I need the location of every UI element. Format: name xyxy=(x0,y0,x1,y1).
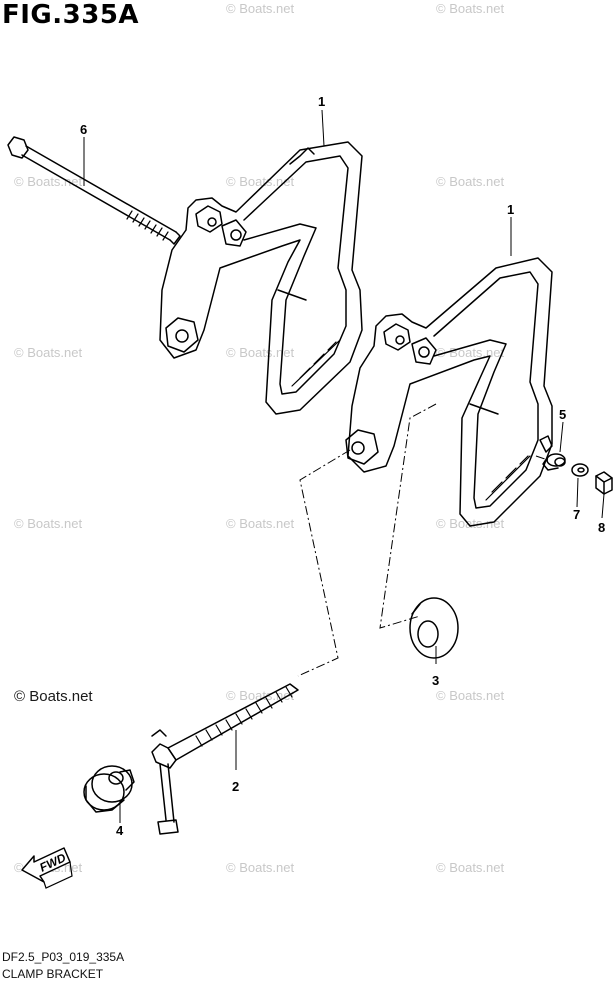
diagram-name: CLAMP BRACKET xyxy=(2,967,104,981)
bushing-part-5 xyxy=(542,453,566,471)
clamp-screw-part-2 xyxy=(151,683,299,835)
callout-part-3: 3 xyxy=(432,673,440,688)
clamp-bracket-part-1-upper xyxy=(159,141,363,415)
callout-part-8: 8 xyxy=(598,520,606,535)
fwd-label: FWD xyxy=(37,850,68,874)
watermark: © Boats.net xyxy=(436,516,505,531)
watermark: © Boats.net xyxy=(436,688,505,703)
watermark: © Boats.net xyxy=(226,860,295,875)
callout-part-5: 5 xyxy=(559,407,567,422)
callout-part-1-upper: 1 xyxy=(318,94,326,109)
watermark: © Boats.net xyxy=(436,174,505,189)
leader-lines xyxy=(83,109,605,823)
watermark: © Boats.net xyxy=(226,1,295,16)
watermark: © Boats.net xyxy=(226,688,295,703)
clamp-bracket-part-1-lower xyxy=(345,257,553,527)
watermark: © Boats.net xyxy=(14,345,83,360)
callout-part-2: 2 xyxy=(232,779,240,794)
washer-part-7 xyxy=(571,463,589,477)
figure-title: FIG.335A xyxy=(2,0,140,30)
bolt-part-6 xyxy=(7,136,181,245)
watermark: © Boats.net xyxy=(226,345,295,360)
callout-part-1-lower: 1 xyxy=(507,202,515,217)
nut-part-8 xyxy=(595,471,613,495)
callout-part-6: 6 xyxy=(80,122,88,137)
watermark: © Boats.net xyxy=(226,516,295,531)
watermark: © Boats.net xyxy=(14,516,83,531)
watermark-primary: © Boats.net xyxy=(14,688,93,705)
callout-part-4: 4 xyxy=(116,823,124,838)
watermark: © Boats.net xyxy=(436,860,505,875)
diagram-code: DF2.5_P03_019_335A xyxy=(2,950,125,964)
assembly-lines xyxy=(297,403,549,677)
knob-part-4 xyxy=(83,765,135,813)
watermark: © Boats.net xyxy=(226,174,295,189)
fwd-arrow-icon: FWD xyxy=(21,847,73,889)
watermark: © Boats.net xyxy=(14,174,83,189)
watermark: © Boats.net xyxy=(436,1,505,16)
callout-part-7: 7 xyxy=(573,507,581,522)
pad-part-3 xyxy=(409,597,459,659)
